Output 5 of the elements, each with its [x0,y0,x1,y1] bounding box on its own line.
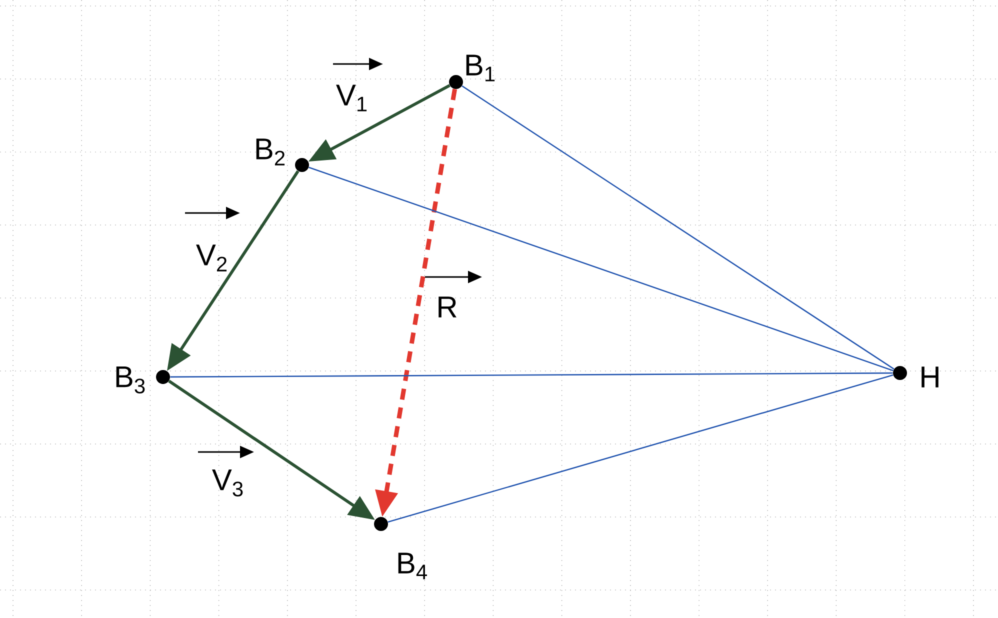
point-label: B$_{2}$ [256,138,285,166]
point-label: H [922,366,938,388]
point-label: B$_{1}$ [466,54,495,82]
point-label: B$_{3}$ [116,366,145,394]
point-label: B$_{4}$ [398,552,427,580]
